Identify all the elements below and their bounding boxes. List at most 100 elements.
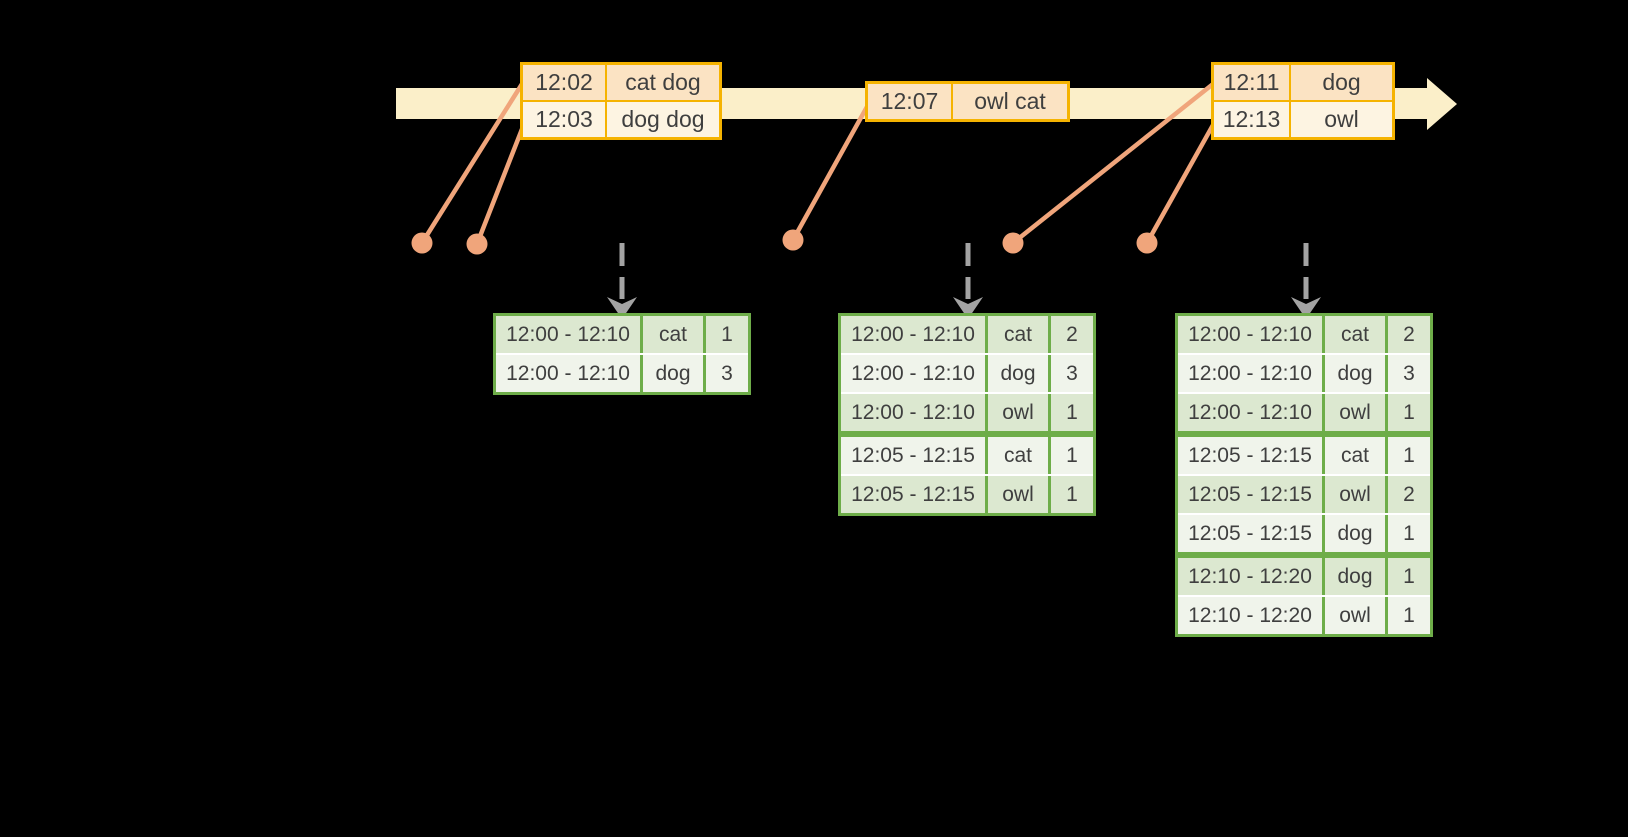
row-separator [1178,353,1430,355]
count-cell: 1 [1051,437,1093,474]
window-cell: 12:05 - 12:15 [1178,437,1322,474]
window-cell: 12:00 - 12:10 [841,355,985,392]
event-time-cell: 12:07 [868,84,951,119]
window-cell: 12:05 - 12:15 [841,437,985,474]
word-cell: cat [643,316,703,353]
arrival-dot [782,229,804,251]
arrival-dot [466,233,488,255]
count-cell: 1 [1388,394,1430,431]
window-cell: 12:05 - 12:15 [1178,476,1322,513]
count-cell: 1 [706,316,748,353]
trigger-arrows [607,243,1321,319]
word-cell: dog [1325,558,1385,595]
arrival-dot [411,232,433,254]
row-separator [496,353,748,355]
count-cell: 1 [1388,597,1430,634]
window-cell: 12:00 - 12:10 [841,316,985,353]
window-cell: 12:00 - 12:10 [1178,316,1322,353]
event-time-cell: 12:13 [1214,102,1289,137]
count-cell: 1 [1388,437,1430,474]
word-cell: cat [1325,437,1385,474]
event-words-cell: dog [1291,65,1392,100]
word-cell: owl [988,394,1048,431]
count-cell: 2 [1051,316,1093,353]
count-cell: 2 [1388,316,1430,353]
count-cell: 1 [1388,515,1430,552]
count-cell: 2 [1388,476,1430,513]
row-separator [841,353,1093,355]
row-separator [841,474,1093,476]
connector-line [790,102,871,243]
event-time-cell: 12:03 [523,102,605,137]
count-cell: 1 [1051,476,1093,513]
window-group-separator [1178,552,1430,558]
window-cell: 12:10 - 12:20 [1178,558,1322,595]
event-words-cell: dog dog [607,102,719,137]
arrival-dot [1002,232,1024,254]
row-separator [1178,595,1430,597]
event-time-cell: 12:11 [1214,65,1289,100]
count-cell: 1 [1388,558,1430,595]
event-words-cell: cat dog [607,65,719,100]
window-cell: 12:00 - 12:10 [496,355,640,392]
word-cell: owl [1325,597,1385,634]
count-cell: 3 [706,355,748,392]
window-cell: 12:10 - 12:20 [1178,597,1322,634]
window-cell: 12:00 - 12:10 [1178,394,1322,431]
arrival-dot [1136,232,1158,254]
count-cell: 1 [1051,394,1093,431]
window-cell: 12:00 - 12:10 [1178,355,1322,392]
row-separator [1178,474,1430,476]
window-group-separator [841,431,1093,437]
window-group-separator [1178,431,1430,437]
window-cell: 12:00 - 12:10 [841,394,985,431]
connector-line [474,121,527,247]
word-cell: owl [1325,476,1385,513]
word-cell: cat [1325,316,1385,353]
event-time-cell: 12:02 [523,65,605,100]
timeline-arrowhead-icon [1427,78,1457,130]
event-words-cell: owl cat [953,84,1067,119]
word-cell: cat [988,316,1048,353]
row-separator [841,392,1093,394]
word-cell: owl [1325,394,1385,431]
count-cell: 3 [1051,355,1093,392]
word-cell: dog [988,355,1048,392]
word-cell: cat [988,437,1048,474]
window-cell: 12:05 - 12:15 [1178,515,1322,552]
row-separator [1178,513,1430,515]
connector-line [1144,122,1216,246]
count-cell: 3 [1388,355,1430,392]
word-cell: dog [643,355,703,392]
row-separator [1178,392,1430,394]
arrival-dots [411,229,1158,255]
word-cell: owl [988,476,1048,513]
word-cell: dog [1325,355,1385,392]
